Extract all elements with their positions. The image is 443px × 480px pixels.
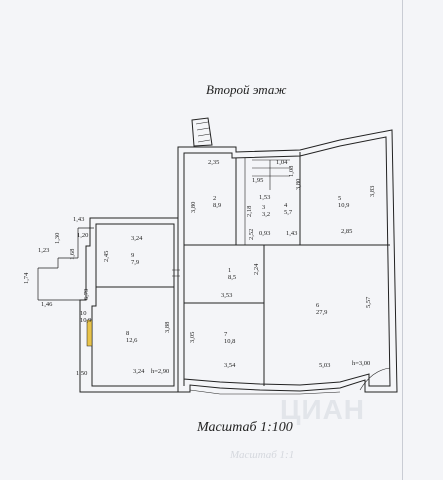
dim-label: 1,50 [76, 370, 88, 377]
dim-label: 2,18 [246, 205, 253, 217]
dim-label: 1,43 [73, 216, 85, 223]
page-edge-line [402, 0, 403, 480]
dim-label: 6,79 [83, 288, 90, 300]
dim-label: 1,53 [259, 194, 271, 201]
dim-label: 5,03 [319, 362, 331, 369]
dim-label: 3,53 [221, 292, 233, 299]
ghost-scale-label: Масштаб 1:1 [230, 449, 295, 461]
stair-tower [191, 117, 213, 147]
dim-label: 2,52 [248, 228, 255, 240]
watermark: ЦИАН [280, 394, 366, 425]
outer-wall-left-wing [79, 217, 179, 393]
dim-label: h=2,90 [151, 368, 170, 375]
dim-label: 2,45 [103, 250, 110, 262]
dim-label: 1,23 [38, 247, 50, 254]
inner-wall-left-wing [91, 223, 175, 387]
dim-label: 1,30 [54, 232, 61, 244]
dim-label: 3,88 [164, 321, 171, 333]
dim-label: 2,85 [341, 228, 353, 235]
dim-label: 1,20 [77, 232, 89, 239]
dim-label: 1,08 [288, 165, 295, 177]
dim-label: 2,24 [253, 263, 260, 275]
dim-label: 3,80 [190, 201, 197, 213]
dim-label: 3,05 [189, 331, 196, 343]
left-outline [37, 227, 94, 301]
dim-label: 3,54 [224, 362, 236, 369]
outer-wall-top-block [177, 129, 398, 393]
dim-label: 5,57 [365, 296, 372, 308]
dim-label: 1,68 [69, 248, 76, 260]
dim-label: 1,04 [276, 159, 288, 166]
dim-label: 1,74 [23, 272, 30, 284]
dim-label: 1,46 [41, 301, 53, 308]
dim-label: 3,80 [295, 178, 302, 190]
dim-label: 1,43 [286, 230, 298, 237]
dim-label: 3,24 [131, 235, 143, 242]
dim-label: h=3,00 [352, 360, 371, 367]
inner-wall-top-block [183, 136, 391, 387]
dim-label: 3,83 [369, 185, 376, 197]
dim-label: 3,24 [133, 368, 145, 375]
scale-label: Масштаб 1:100 [197, 420, 293, 435]
floor-title: Второй этаж [206, 82, 287, 97]
dim-label: 1,95 [252, 177, 264, 184]
dim-label: 0,93 [259, 230, 271, 237]
dim-label: 2,35 [208, 159, 220, 166]
